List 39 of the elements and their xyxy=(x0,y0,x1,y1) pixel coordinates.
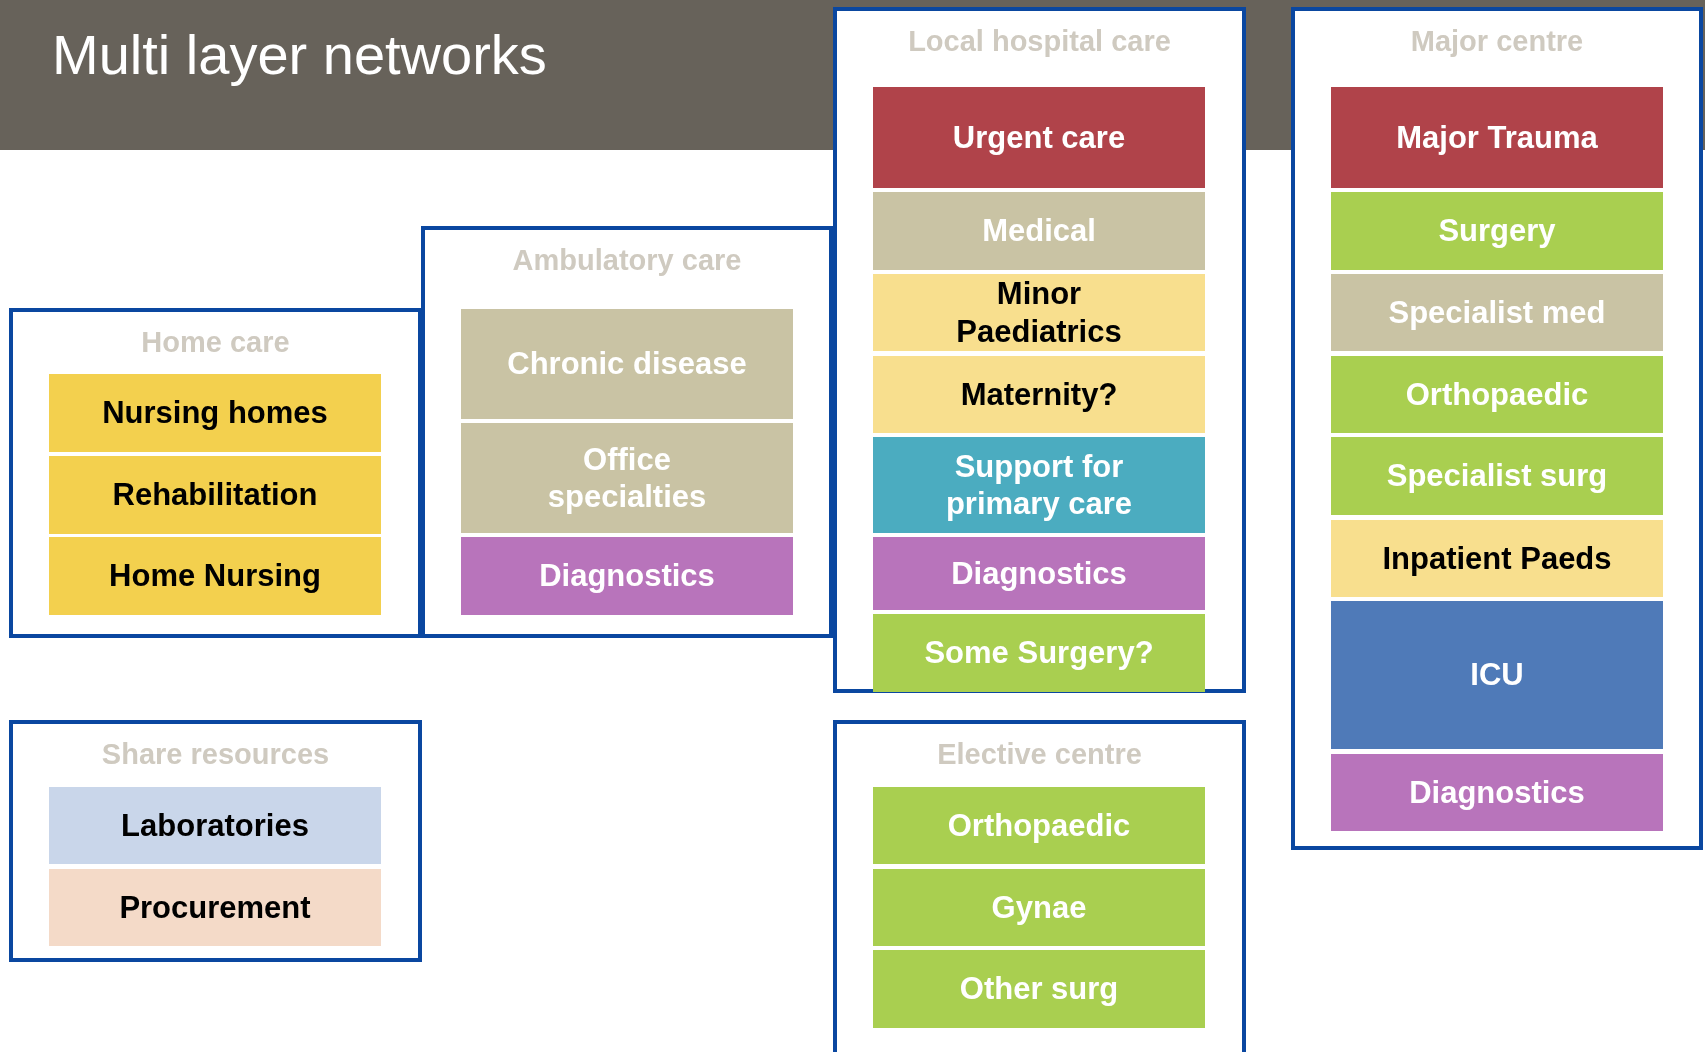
service-block: Urgent care xyxy=(873,87,1205,188)
panel-heading: Major centre xyxy=(1409,25,1585,58)
panel-heading: Ambulatory care xyxy=(511,244,743,277)
panel-heading: Home care xyxy=(140,326,291,359)
group-panel xyxy=(421,226,833,638)
page-title: Multi layer networks xyxy=(52,22,547,87)
service-block: ICU xyxy=(1331,601,1663,749)
service-block: Gynae xyxy=(873,869,1205,946)
service-block: Nursing homes xyxy=(49,374,381,452)
group-panel xyxy=(833,720,1246,1052)
service-block: Diagnostics xyxy=(461,537,793,615)
service-block: Support for primary care xyxy=(873,437,1205,533)
service-block: Other surg xyxy=(873,950,1205,1028)
panel-heading: Elective centre xyxy=(936,738,1143,771)
service-block: Some Surgery? xyxy=(873,614,1205,692)
service-block: Diagnostics xyxy=(873,537,1205,610)
group-panel xyxy=(9,720,422,962)
group-panel xyxy=(833,7,1246,693)
service-block: Minor Paediatrics xyxy=(873,274,1205,351)
service-block: Home Nursing xyxy=(49,537,381,615)
service-block: Rehabilitation xyxy=(49,456,381,534)
service-block: Surgery xyxy=(1331,192,1663,270)
service-block: Specialist surg xyxy=(1331,437,1663,515)
service-block: Office specialties xyxy=(461,423,793,533)
service-block: Major Trauma xyxy=(1331,87,1663,188)
panel-heading: Local hospital care xyxy=(907,25,1172,58)
service-block: Orthopaedic xyxy=(1331,356,1663,433)
service-block: Chronic disease xyxy=(461,309,793,419)
service-block: Laboratories xyxy=(49,787,381,864)
service-block: Maternity? xyxy=(873,356,1205,433)
service-block: Diagnostics xyxy=(1331,754,1663,831)
service-block: Medical xyxy=(873,192,1205,270)
group-panel xyxy=(9,308,422,638)
group-panel xyxy=(1291,7,1703,850)
service-block: Specialist med xyxy=(1331,274,1663,351)
service-block: Procurement xyxy=(49,869,381,946)
service-block: Orthopaedic xyxy=(873,787,1205,864)
service-block: Inpatient Paeds xyxy=(1331,520,1663,597)
panel-heading: Share resources xyxy=(100,738,331,771)
